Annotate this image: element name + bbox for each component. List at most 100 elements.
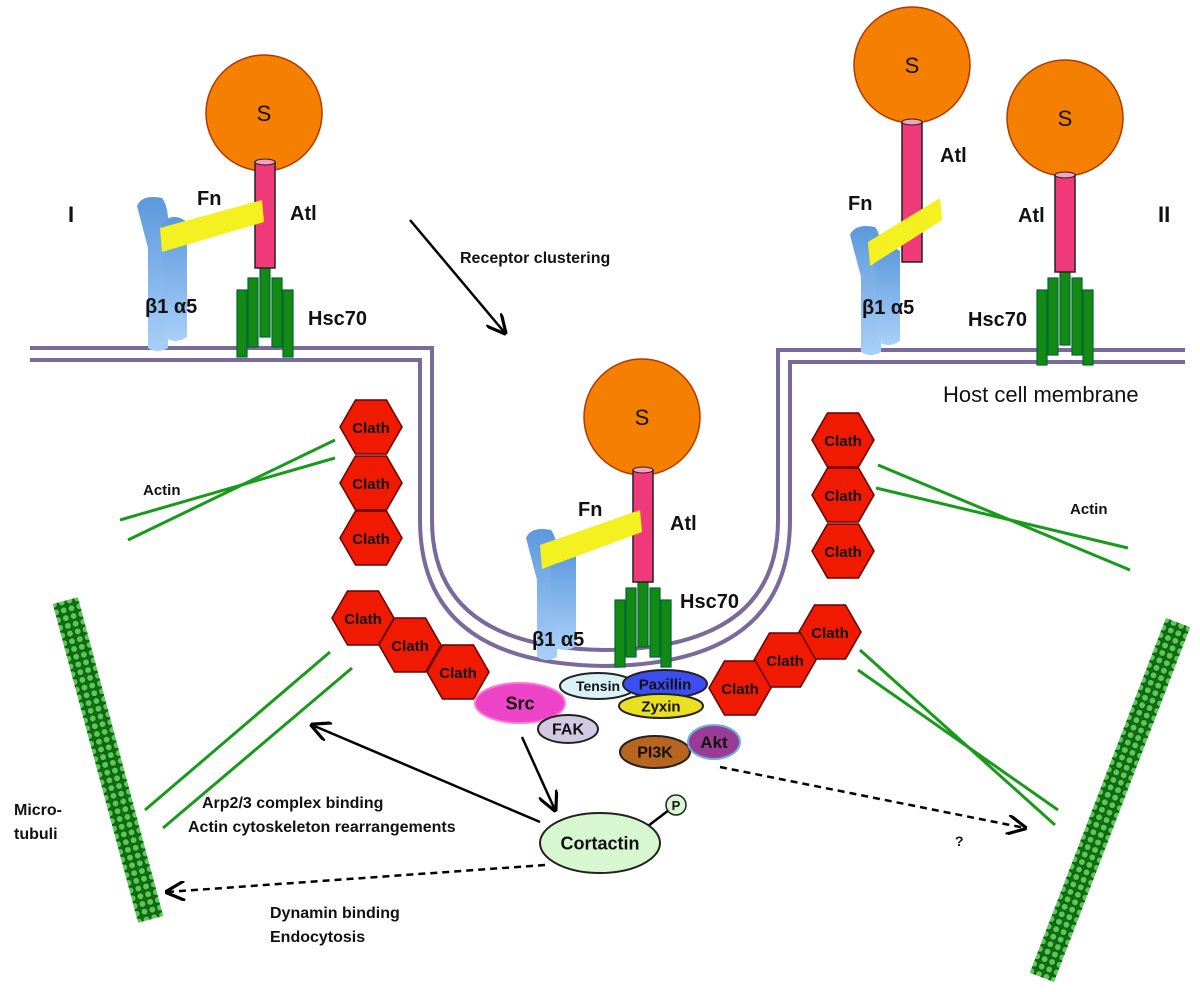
clathrin-hexagon: Clath	[331, 590, 395, 646]
hsc70-strand	[247, 277, 259, 348]
akt-label: Akt	[700, 733, 728, 752]
clathrin-shape	[339, 399, 403, 455]
receptor-clustering-arrow	[409, 219, 505, 333]
fak-molecule: FAK	[537, 714, 599, 744]
clathrin-hexagon: Clath	[708, 660, 772, 716]
akt-shape	[687, 724, 741, 760]
clathrin-shape	[811, 467, 875, 523]
tensin-label: Tensin	[576, 678, 620, 694]
hsc70-strand	[625, 587, 637, 658]
atl-label: Atl	[1018, 205, 1045, 227]
integrin-alpha5	[550, 548, 576, 650]
host-cell-membrane	[30, 346, 1185, 669]
clathrin-hexagon: Clath	[339, 510, 403, 566]
atl-top	[254, 158, 276, 166]
clathrin-hexagon: Clath	[426, 644, 490, 700]
hsc70-strand	[1059, 265, 1071, 346]
tensin-molecule: Tensin	[559, 672, 637, 700]
hsc70-strand	[1082, 289, 1094, 366]
clathrin-hexagon: Clath	[339, 455, 403, 511]
src-molecule: Src	[474, 682, 566, 724]
zyxin-molecule: Zyxin	[618, 693, 704, 719]
atl-top	[1054, 171, 1076, 179]
atl-top	[632, 466, 654, 474]
actin-label-right: Actin	[1070, 501, 1108, 518]
actin-filaments	[119, 438, 1131, 830]
clathrin-shape	[339, 510, 403, 566]
actin-label-left: Actin	[143, 482, 181, 499]
clathrin-shape	[811, 412, 875, 468]
fibronectin	[868, 198, 942, 266]
clathrin-label: Clath	[391, 638, 429, 655]
atl-label: Atl	[670, 513, 697, 535]
zyxin-shape	[618, 693, 704, 719]
atl-label: Atl	[290, 203, 317, 225]
fak-label: FAK	[552, 722, 584, 739]
integrin-label: β1 α5	[862, 297, 914, 319]
receptor-clustering-label: Receptor clustering	[460, 250, 610, 267]
integrin-alpha5	[874, 245, 900, 345]
pi3k-shape	[619, 735, 691, 769]
integrin-label: β1 α5	[532, 629, 584, 651]
unknown-label: ?	[955, 833, 964, 849]
arp-label-1: Arp2/3 complex binding	[202, 795, 383, 812]
clathrin-label: Clath	[766, 653, 804, 670]
dynamin-label-2: Endocytosis	[270, 929, 365, 946]
clathrin-shape	[339, 455, 403, 511]
akt-molecule: Akt	[687, 724, 741, 760]
hsc70-strand	[660, 599, 672, 668]
clathrin-label: Clath	[824, 433, 862, 450]
stage-one-label: I	[68, 202, 74, 227]
clathrin-shape	[708, 660, 772, 716]
hsc70-strand	[1047, 277, 1059, 356]
s-label: S	[905, 53, 920, 78]
hsc70-strand	[259, 265, 271, 338]
clathrin-hexagon: Clath	[811, 467, 875, 523]
hsc70-strand	[271, 277, 283, 348]
s-label: S	[257, 101, 272, 126]
hsc70-strand	[637, 575, 649, 648]
phosphate-label: P	[672, 798, 681, 813]
fibronectin	[540, 510, 642, 569]
s-label: S	[635, 405, 650, 430]
hsc70-label: Hsc70	[680, 591, 739, 613]
pi3k-to-unknown-dashed-arrow	[719, 765, 1025, 828]
clathrin-label: Clath	[439, 665, 477, 682]
s-label: S	[1058, 106, 1073, 131]
src-to-cortactin-arrow	[520, 736, 555, 810]
fn-label: Fn	[197, 188, 221, 210]
atl-stalk	[1054, 174, 1076, 273]
phosphate-circle	[665, 794, 687, 816]
atl-top	[901, 118, 923, 126]
hsc70-strand	[649, 587, 661, 658]
clathrin-shape	[378, 617, 442, 673]
microtubuli-label: Micro-tubuli	[14, 802, 62, 843]
clathrin-label: Clath	[352, 476, 390, 493]
clathrin-label: Clath	[824, 488, 862, 505]
zyxin-label: Zyxin	[641, 698, 680, 715]
clathrin-hexagon: Clath	[753, 632, 817, 688]
cortactin-shape	[539, 812, 661, 874]
clathrin-label: Clath	[824, 544, 862, 561]
hsc70-label: Hsc70	[308, 308, 367, 330]
pi3k-molecule: PI3K	[619, 735, 691, 769]
fn-label: Fn	[848, 193, 872, 215]
cortactin-to-microtubule-dashed-arrow	[167, 863, 546, 892]
clathrin-label: Clath	[344, 611, 382, 628]
clathrin-hexagon: Clath	[339, 399, 403, 455]
hsc70-strand	[1071, 277, 1083, 356]
clathrin-label: Clath	[721, 681, 759, 698]
microtubule-left	[52, 597, 164, 923]
paxillin-label: Paxillin	[639, 676, 692, 693]
src-label: Src	[505, 693, 534, 713]
clathrin-shape	[426, 644, 490, 700]
clathrin-label: Clath	[352, 420, 390, 437]
clathrin-label: Clath	[811, 625, 849, 642]
membrane-label: Host cell membrane	[943, 382, 1139, 407]
hsc70-label: Hsc70	[968, 309, 1027, 331]
hsc70-strand	[614, 599, 626, 668]
